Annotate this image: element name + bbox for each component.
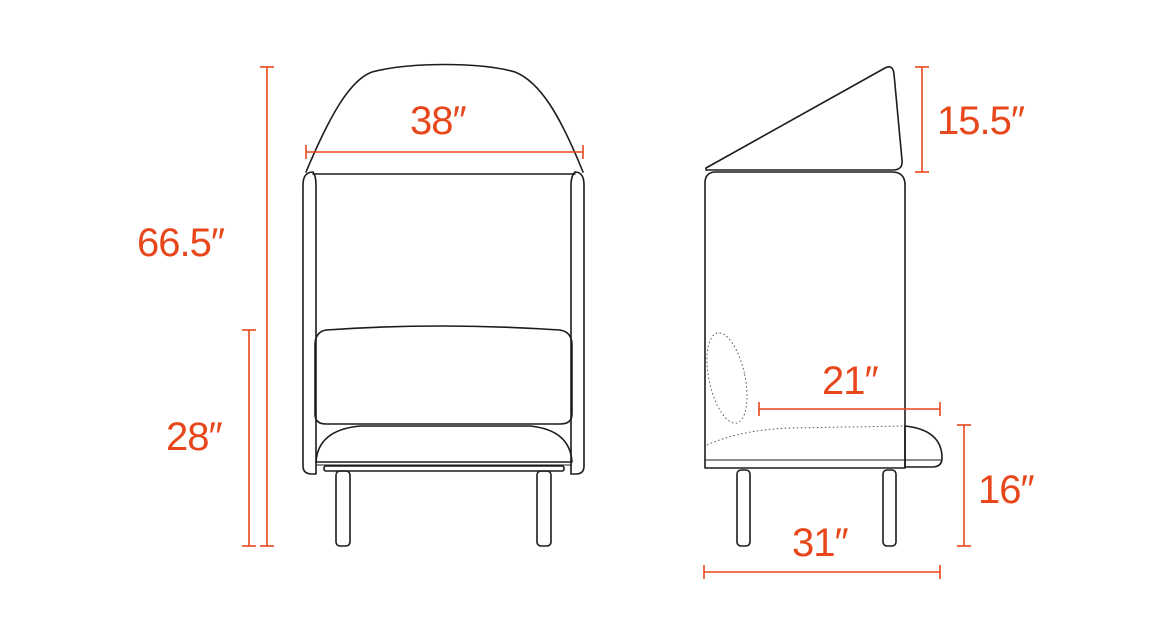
total-height-label: 66.5″ — [137, 221, 225, 265]
side-back-leg — [736, 469, 751, 547]
side-arm-pad — [706, 332, 748, 424]
dim-headrest-height: 15.5″ — [915, 66, 1026, 173]
dim-overall-depth: 31″ — [703, 521, 941, 579]
front-width-label: 38″ — [410, 99, 466, 143]
front-seat-cushion — [315, 425, 573, 463]
front-left-panel — [302, 171, 317, 475]
overall-depth-label: 31″ — [792, 521, 848, 565]
front-right-panel — [570, 171, 585, 475]
dim-seat-height: 16″ — [957, 424, 1035, 547]
dim-total-height: 66.5″ — [137, 66, 274, 547]
dim-seat-depth: 21″ — [758, 359, 941, 416]
dim-front-width: 38″ — [305, 99, 584, 159]
side-view-chair — [704, 66, 943, 547]
side-front-leg — [882, 469, 897, 547]
front-right-leg — [536, 470, 552, 547]
seat-height-label: 16″ — [978, 468, 1034, 512]
front-view-chair — [302, 63, 585, 547]
dim-seat-back-height: 28″ — [166, 329, 256, 547]
side-body — [704, 171, 906, 469]
headrest-height-label: 15.5″ — [937, 99, 1025, 143]
side-hood — [705, 66, 903, 171]
front-back-cushion — [314, 325, 573, 425]
side-seat-front — [904, 425, 943, 468]
front-hood — [305, 63, 584, 173]
seat-back-height-label: 28″ — [166, 415, 222, 459]
seat-depth-label: 21″ — [822, 359, 878, 403]
front-left-leg — [335, 470, 351, 547]
